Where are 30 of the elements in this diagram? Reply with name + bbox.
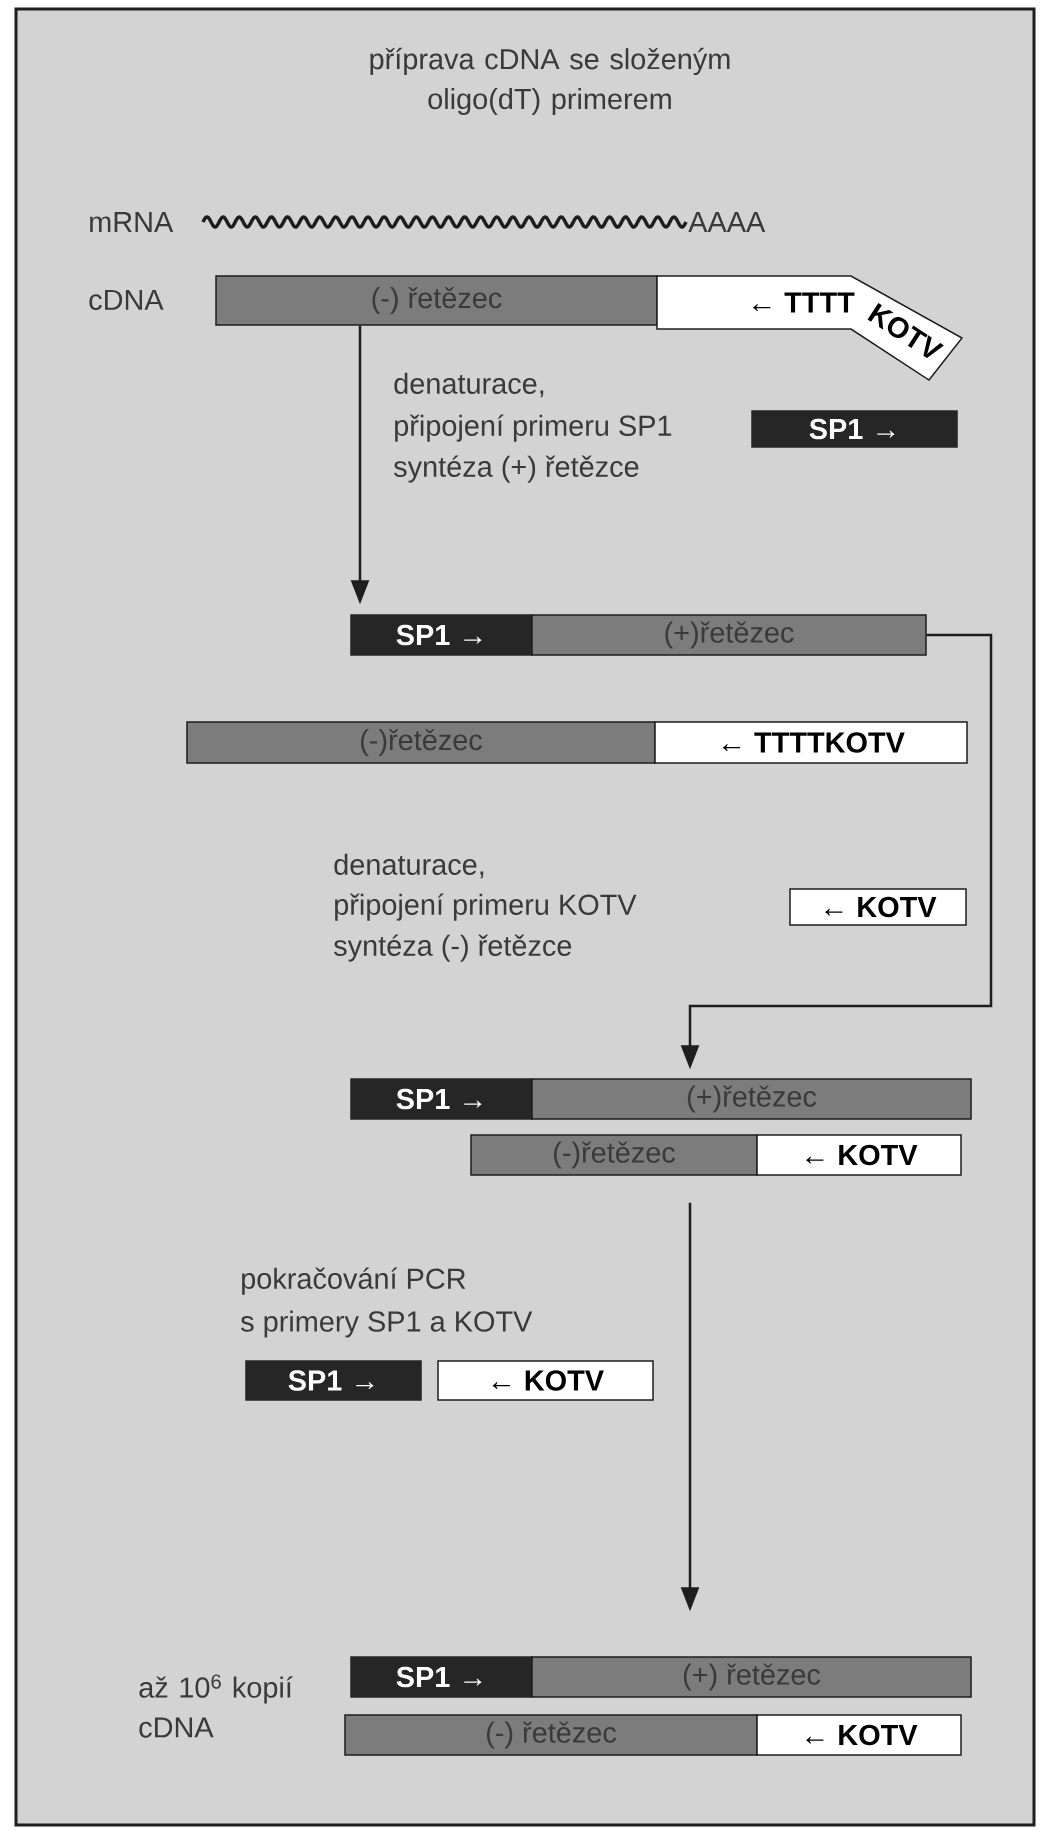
text-label: cDNA: [89, 289, 164, 311]
text-label: denaturace,: [334, 853, 484, 879]
text-label: s primery SP1 a KOTV: [241, 1310, 533, 1338]
primer-box: ← KOTV: [756, 1134, 962, 1176]
text-label: syntéza (-) řetězce: [334, 934, 572, 962]
text-label: připojení primeru SP1: [395, 414, 672, 442]
primer-box: ← KOTV: [789, 888, 967, 926]
text-label: syntéza (+) řetězce: [394, 455, 639, 483]
strand-bar: (-) řetězec: [344, 1714, 758, 1756]
primer-box: ← KOTV: [756, 1714, 962, 1756]
primer-box: SP1 →: [350, 1656, 533, 1698]
text-label: až 10$^{6}$ kopií cDNA: [139, 1674, 293, 1738]
strand-bar: (-)řetězec: [186, 721, 656, 764]
text-label: denaturace,: [394, 372, 544, 398]
primer-box: ← KOTV: [437, 1360, 654, 1401]
primer-box: ← TTTTKOTV: [654, 721, 968, 764]
primer-box: SP1 →: [350, 1078, 533, 1120]
text-label: připojení primeru KOTV: [335, 893, 637, 921]
strand-bar: (-) řetězec: [215, 275, 658, 326]
primer-box: SP1 →: [751, 410, 958, 448]
text-label: pokračování PCR: [242, 1267, 466, 1295]
strand-bar: (+) řetězec: [531, 1656, 972, 1698]
primer-box: SP1 →: [245, 1360, 422, 1401]
strand-bar: (+)řetězec: [531, 1078, 972, 1120]
text-label: mRNA: [90, 212, 174, 232]
strand-bar: (+)řetězec: [531, 614, 927, 656]
text-label: AAAA: [688, 212, 766, 232]
strand-bar: (-)řetězec: [470, 1134, 758, 1176]
primer-box: SP1 →: [350, 614, 533, 656]
title: příprava cDNA se složeným oligo(dT) primerem: [370, 47, 730, 115]
